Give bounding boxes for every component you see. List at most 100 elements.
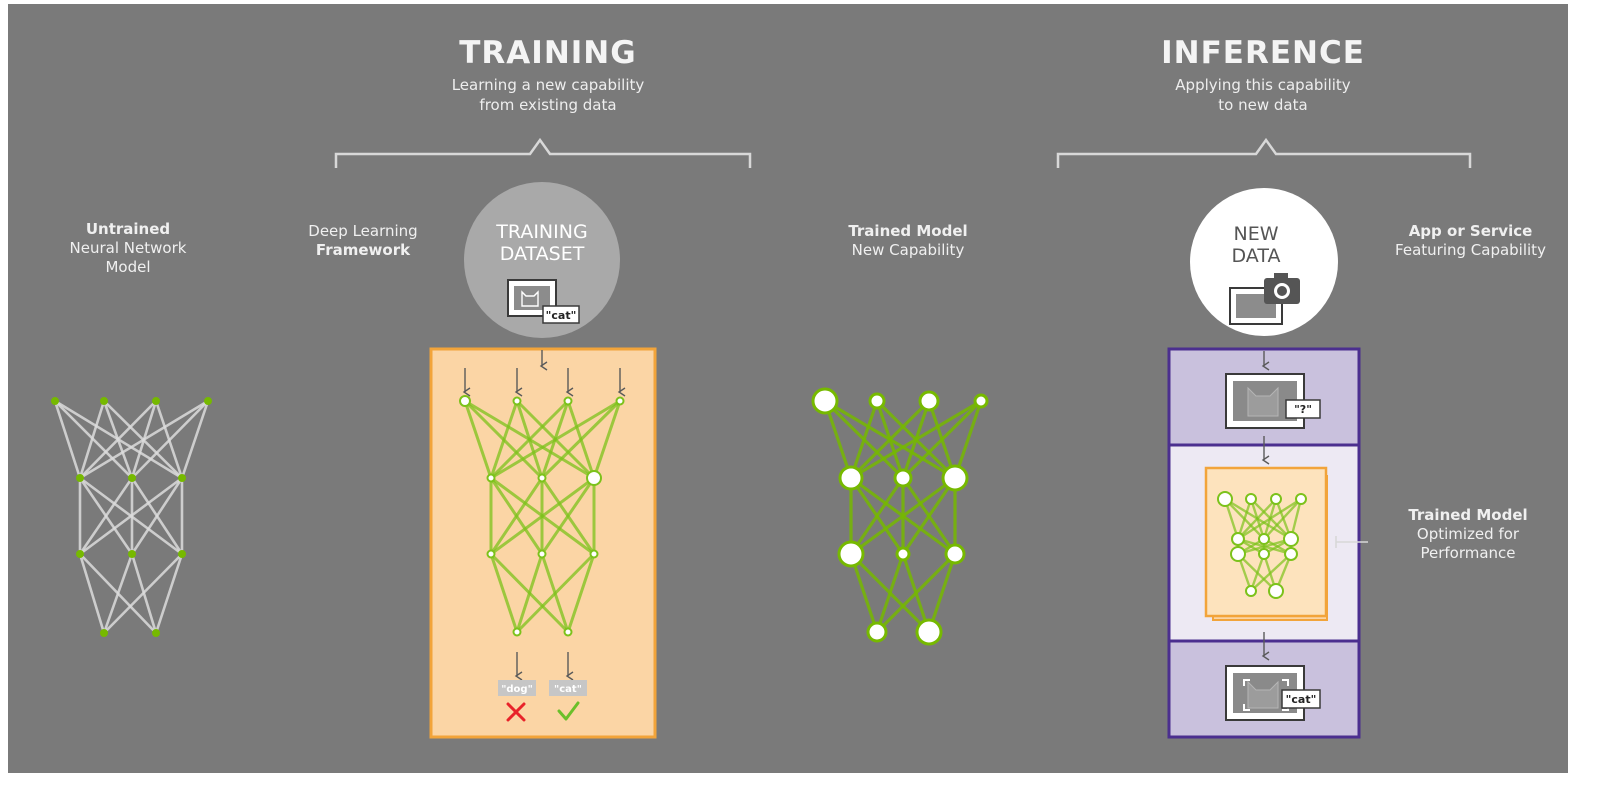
inference-subtitle-1: Applying this capability: [1175, 76, 1351, 94]
network-edge: [927, 553, 957, 633]
framework-label: Deep Learning Framework: [293, 222, 433, 260]
network-edge: [103, 553, 183, 634]
untrained-label-2: Neural Network: [69, 238, 187, 257]
untrained-label-3: Model: [105, 257, 151, 276]
network-edge: [489, 399, 570, 480]
output-cat-tag: "cat": [554, 684, 582, 695]
optimized-model-label: Trained Model Optimized for Performance: [1393, 506, 1543, 562]
network-node: [1217, 491, 1233, 507]
untrained-label: Untrained Neural Network Model: [48, 220, 208, 276]
new-data-circle: NEW DATA: [1190, 188, 1338, 336]
network-node: [537, 549, 547, 559]
network-node: [512, 396, 522, 406]
inference-result-tag: "cat": [1286, 693, 1317, 706]
cross-icon: [506, 702, 526, 722]
network-edge: [566, 553, 596, 633]
network-node: [486, 549, 496, 559]
diagram-stage: TRAINING Learning a new capability from …: [8, 4, 1568, 773]
training-arrows: [462, 350, 626, 681]
network-node: [866, 621, 888, 643]
network-edge: [154, 553, 184, 634]
network-node: [918, 390, 940, 412]
network-edge: [79, 399, 209, 480]
inference-subtitle-2: to new data: [1218, 96, 1308, 114]
network-edge: [850, 476, 956, 556]
network-node: [1284, 547, 1298, 561]
network-node: [100, 397, 108, 405]
network-edge: [78, 477, 134, 555]
network-node: [459, 395, 471, 407]
network-node: [128, 550, 136, 558]
network-edge: [79, 476, 183, 556]
trained-network: [811, 387, 989, 646]
network-node: [1258, 548, 1270, 560]
network-edge: [1237, 498, 1277, 540]
app-service-label-2: Featuring Capability: [1395, 240, 1546, 259]
network-edge: [1250, 553, 1292, 592]
network-edge: [540, 399, 622, 480]
network-node: [941, 464, 969, 492]
network-edge: [180, 400, 210, 479]
network-node: [204, 397, 212, 405]
inference-query-tag: "?": [1294, 403, 1312, 416]
training-dataset-text-1: TRAINING: [495, 221, 587, 243]
network-node: [100, 629, 108, 637]
network-node: [178, 474, 186, 482]
network-node: [51, 397, 59, 405]
network-node: [973, 393, 989, 409]
network-node: [811, 387, 839, 415]
network-edge: [490, 476, 595, 556]
inference-bracket: [1056, 137, 1472, 168]
training-dataset-text-2: DATASET: [500, 243, 585, 265]
network-edge: [489, 553, 519, 633]
network-edge: [592, 400, 622, 479]
optimized-model-label-1: Trained Model: [1408, 506, 1528, 524]
network-edge: [850, 399, 982, 480]
network-node: [915, 618, 943, 646]
network-edge: [540, 477, 596, 555]
network-edge: [1237, 497, 1302, 541]
trained-model-label: Trained Model New Capability: [828, 222, 988, 260]
network-node: [893, 468, 913, 488]
training-subtitle-1: Learning a new capability: [451, 76, 645, 94]
network-edge: [953, 400, 983, 479]
output-dog-tag: "dog": [501, 684, 533, 695]
network-edge: [901, 477, 957, 555]
inference-result: "cat": [1225, 665, 1321, 721]
network-edge: [1249, 553, 1266, 592]
network-edge: [489, 400, 519, 479]
network-node: [76, 550, 84, 558]
inference-title: INFERENCE: [1161, 35, 1365, 71]
network-node: [152, 629, 160, 637]
new-data-text-1: NEW: [1233, 223, 1278, 245]
network-node: [1270, 493, 1282, 505]
network-node: [512, 627, 522, 637]
training-network: [459, 395, 625, 637]
app-service-label: App or Service Featuring Capability: [1388, 222, 1553, 260]
training-outputs: "dog" "cat": [498, 680, 587, 722]
trained-model-label-1: Trained Model: [848, 222, 968, 240]
training-subtitle-2: from existing data: [479, 96, 617, 114]
training-dataset-tag: "cat": [546, 309, 577, 322]
network-edge: [875, 553, 905, 633]
network-node: [563, 396, 573, 406]
optimized-model-label-2: Optimized for: [1416, 524, 1520, 543]
network-edge: [54, 400, 133, 479]
training-title: TRAINING: [459, 35, 637, 71]
network-edge: [78, 400, 106, 479]
network-node: [1283, 531, 1299, 547]
network-edge: [515, 552, 596, 634]
optimized-model-box: [1204, 466, 1328, 621]
network-node: [563, 627, 573, 637]
network-edge: [489, 477, 544, 555]
network-node: [837, 540, 865, 568]
framework-label-1: Deep Learning: [308, 222, 418, 240]
inference-query: "?": [1225, 373, 1321, 429]
network-node: [944, 543, 966, 565]
network-node: [838, 465, 864, 491]
check-icon: [557, 701, 580, 721]
network-edge: [823, 400, 853, 479]
network-node: [537, 473, 547, 483]
network-node: [1231, 532, 1245, 546]
network-node: [586, 470, 602, 486]
